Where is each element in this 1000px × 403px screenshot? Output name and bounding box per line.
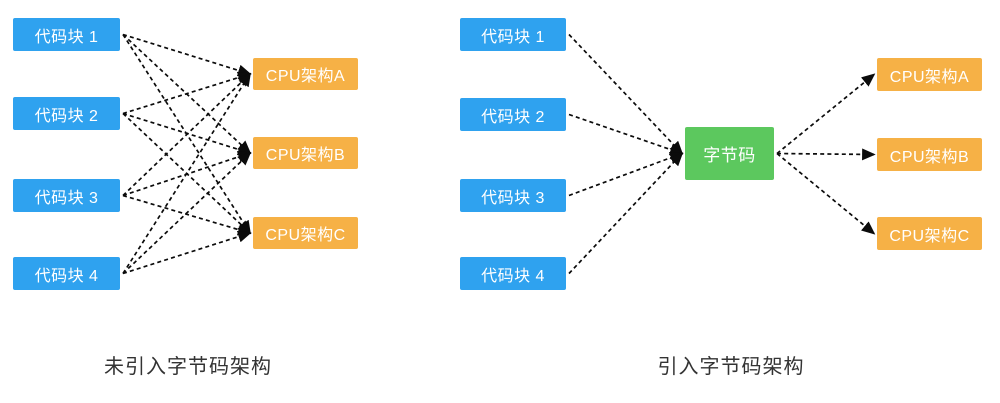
right-code-block-2: 代码块 2 — [460, 98, 566, 131]
left-code-block-4: 代码块 4 — [13, 257, 120, 290]
edge-l-cb4-to-l-cpuA — [122, 72, 251, 274]
edge-r-cb4-to-r-bc — [568, 152, 684, 275]
edge-l-cb3-to-l-cpuA — [122, 72, 252, 197]
left-code-block-2: 代码块 2 — [13, 97, 120, 130]
left-cpu-arch-b: CPU架构B — [253, 137, 358, 169]
right-code-block-3: 代码块 3 — [460, 179, 566, 212]
left-code-block-1: 代码块 1 — [13, 18, 120, 51]
edge-l-cb4-to-l-cpuB — [122, 151, 252, 275]
right-cpu-arch-c: CPU架构C — [877, 217, 982, 250]
left-code-block-3: 代码块 3 — [13, 179, 120, 212]
edge-r-bc-to-r-cpuB — [776, 148, 876, 161]
edge-l-cb1-to-l-cpuA — [122, 33, 252, 77]
left-diagram-caption: 未引入字节码架构 — [104, 356, 272, 378]
edge-r-bc-to-r-cpuC — [776, 152, 876, 235]
right-code-block-1: 代码块 1 — [460, 18, 566, 51]
right-diagram-caption: 引入字节码架构 — [657, 356, 805, 378]
edge-r-cb2-to-r-bc — [568, 113, 684, 156]
right-cpu-arch-b: CPU架构B — [877, 138, 982, 171]
left-cpu-arch-a: CPU架构A — [253, 58, 358, 90]
bytecode-node: 字节码 — [685, 127, 774, 180]
left-cpu-arch-c: CPU架构C — [253, 217, 358, 249]
right-cpu-arch-a: CPU架构A — [877, 58, 982, 91]
edge-r-cb3-to-r-bc — [568, 152, 684, 197]
edge-r-bc-to-r-cpuA — [776, 73, 876, 155]
edge-l-cb2-to-l-cpuA — [122, 71, 252, 115]
edge-r-cb1-to-r-bc — [568, 33, 684, 155]
edge-l-cb4-to-l-cpuC — [122, 230, 252, 275]
right-code-block-4: 代码块 4 — [460, 257, 566, 290]
edge-l-cb2-to-l-cpuB — [122, 112, 252, 156]
